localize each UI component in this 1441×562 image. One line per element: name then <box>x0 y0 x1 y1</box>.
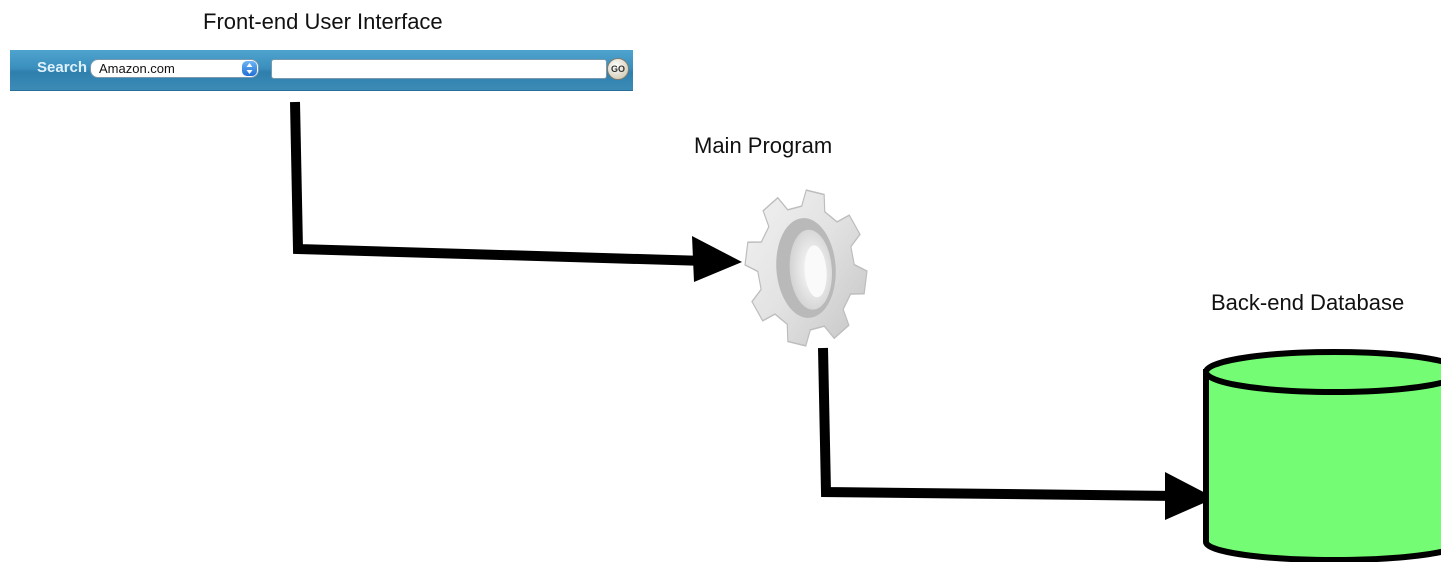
search-scope-select[interactable]: Amazon.com <box>90 59 259 78</box>
database-cylinder-icon <box>1203 349 1441 562</box>
search-bar: Search Amazon.com GO <box>10 50 633 91</box>
search-scope-value: Amazon.com <box>99 61 175 76</box>
go-button[interactable]: GO <box>607 58 629 80</box>
search-input[interactable] <box>271 59 607 79</box>
arrowhead-program <box>692 236 742 282</box>
search-label: Search <box>37 59 88 76</box>
connector-frontend-to-program <box>290 101 742 282</box>
database-label: Back-end Database <box>1211 290 1405 315</box>
program-label: Main Program <box>694 133 833 158</box>
select-arrows-icon <box>242 61 257 76</box>
connector-program-to-database <box>818 347 1215 520</box>
gear-icon <box>744 189 868 347</box>
arrowhead-database <box>1165 472 1215 520</box>
frontend-label: Front-end User Interface <box>203 9 443 34</box>
